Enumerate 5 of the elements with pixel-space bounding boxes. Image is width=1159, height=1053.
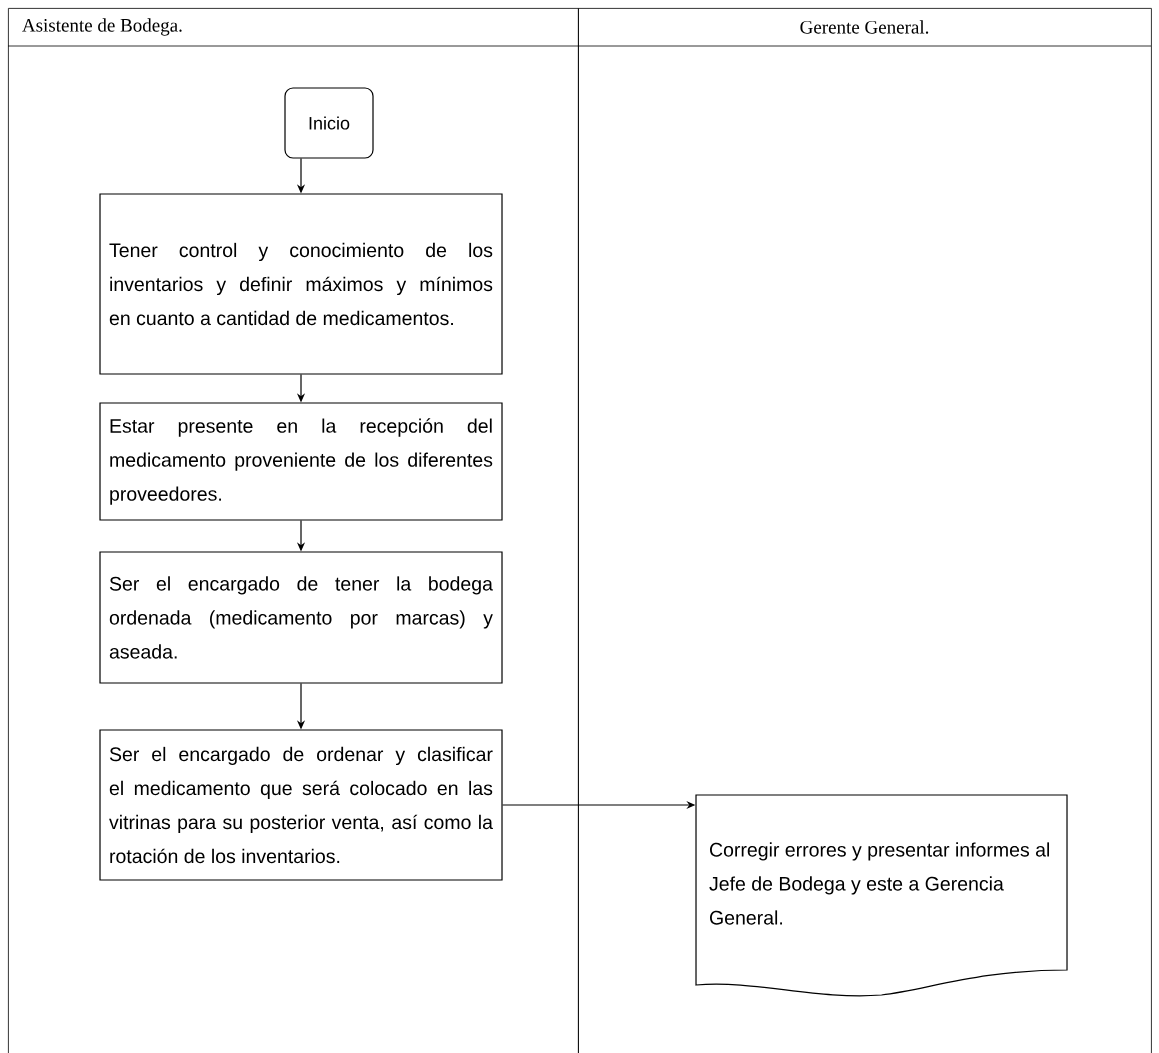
start-terminal: Inicio (284, 87, 374, 159)
process-box: Tener control y conocimiento de los inventarios y definir máximos y mínimos en cuanto a cantidad de medicamentos. (99, 193, 503, 375)
process-box: Ser el encargado de tener la bodega ordenada (medicamento por marcas) y aseada. (99, 551, 503, 684)
process-box: Ser el encargado de ordenar y clasificar el medicamento que será colocado en las vitrinas para su posterior venta, así como la rotación de los inventarios. (99, 729, 503, 881)
process-box: Estar presente en la recepción del medicamento proveniente de los diferentes proveedores. (99, 402, 503, 521)
